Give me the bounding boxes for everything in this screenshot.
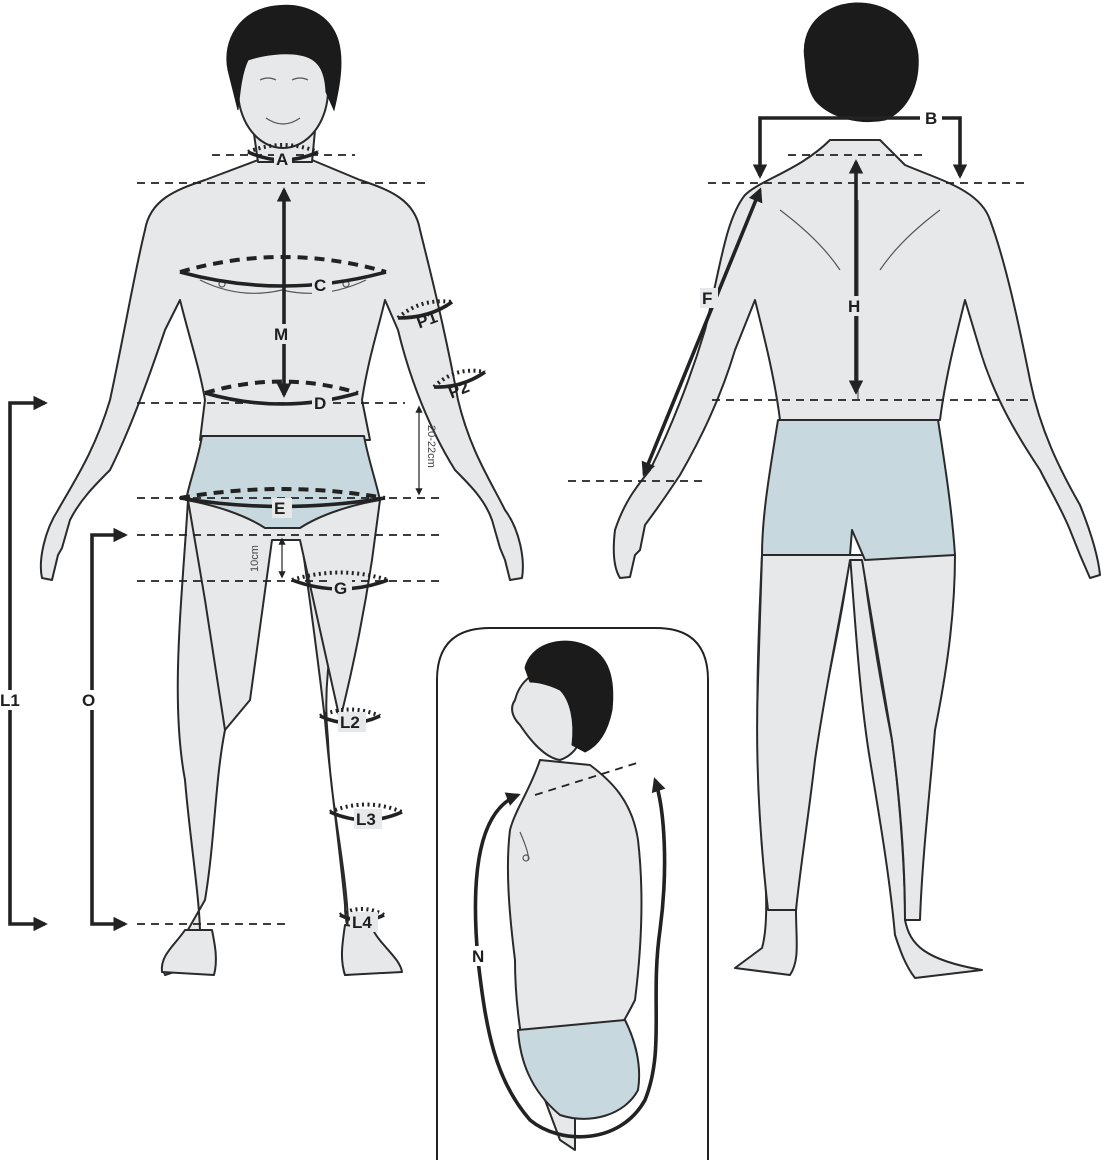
side-view-inset — [437, 628, 708, 1160]
label-L3: L3 — [356, 810, 376, 829]
label-H: H — [848, 297, 860, 316]
label-O: O — [82, 691, 95, 710]
bracket-L1 — [10, 403, 45, 924]
label-E: E — [274, 499, 285, 518]
label-B: B — [925, 109, 937, 128]
label-M: M — [274, 325, 288, 344]
label-G: G — [334, 579, 347, 598]
label-C: C — [314, 276, 326, 295]
label-L2: L2 — [340, 713, 360, 732]
label-A: A — [276, 150, 288, 169]
label-N: N — [472, 947, 484, 966]
arrow-B-right — [942, 118, 960, 176]
label-L4: L4 — [352, 913, 372, 932]
label-D: D — [314, 394, 326, 413]
label-L1: L1 — [0, 691, 20, 710]
note-10cm: 10cm — [249, 545, 261, 572]
label-F: F — [702, 289, 712, 308]
bracket-O — [92, 535, 125, 924]
note-20-22cm: 20-22cm — [425, 425, 437, 468]
